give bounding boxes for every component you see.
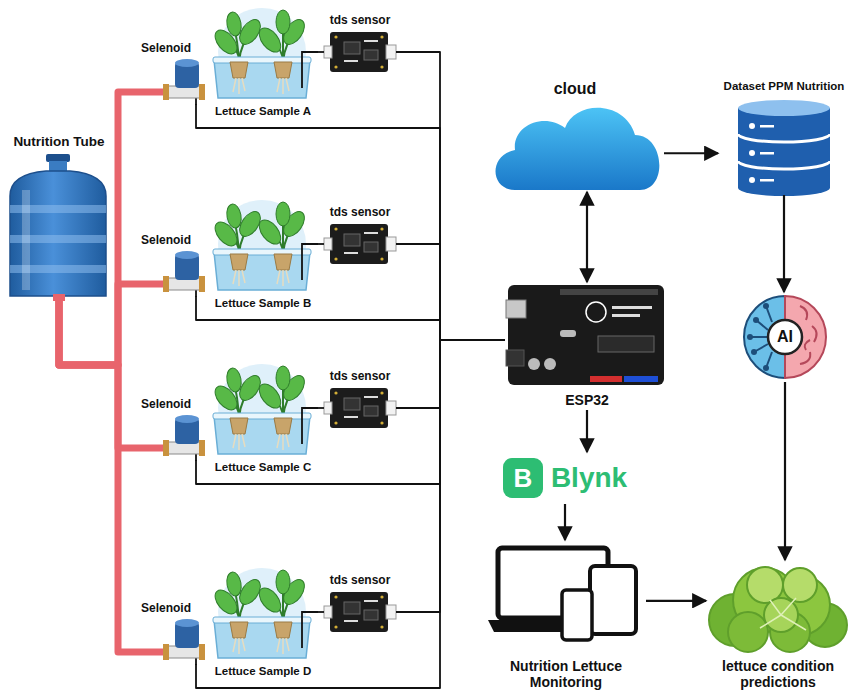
lettuce-tray: Lettuce Sample B: [208, 200, 318, 312]
node-label: Nutrition Tube: [13, 134, 104, 150]
logo-badge: B: [503, 458, 543, 498]
node-label: Lettuce Sample A: [215, 105, 311, 118]
node-label: Lettuce Sample C: [215, 461, 312, 474]
monitoring-devices: Nutrition Lettuce Monitoring: [486, 540, 646, 692]
sample-row-illustration: [126, 568, 396, 665]
node-label: cloud: [554, 80, 597, 98]
tds-sensor: tds sensor: [324, 572, 396, 634]
signal-wire: [196, 104, 505, 340]
solenoid-valve: Selenoid: [126, 396, 206, 460]
signal-wire: [196, 340, 505, 484]
flow-arrow: [784, 382, 786, 560]
blynk-logo: BBlynk: [490, 452, 640, 504]
signal-wire: [396, 244, 505, 340]
signal-wire: [396, 340, 505, 408]
flow-arrow: [783, 195, 785, 292]
tds-sensor: tds sensor: [324, 12, 396, 74]
signal-wire: [396, 340, 505, 612]
node-label: Dataset PPM Nutrition: [724, 80, 845, 93]
solenoid-valve: Selenoid: [126, 232, 206, 296]
node-label: tds sensor: [330, 370, 391, 384]
node-label: Selenoid: [141, 602, 191, 616]
flow-arrow: [664, 152, 718, 154]
signal-wire: [396, 52, 505, 340]
brain-illustration: [744, 296, 826, 378]
signal-wire: [196, 296, 505, 340]
dataset-database: Dataset PPM Nutrition: [718, 78, 850, 195]
esp32-board: ESP32: [505, 282, 669, 410]
board-illustration: [506, 285, 664, 385]
node-label: ESP32: [565, 392, 609, 408]
sample-row-illustration: [126, 8, 396, 105]
lettuce-prediction: lettuce condition predictions: [706, 560, 850, 692]
nutrient-pipe: [59, 300, 126, 652]
solenoid-valve: Selenoid: [126, 40, 206, 104]
cloud-service: cloud: [486, 78, 664, 192]
signal-wire: [318, 243, 324, 245]
solenoid-valve: Selenoid: [126, 600, 206, 664]
nutrient-tank: Nutrition Tube: [4, 132, 114, 300]
node-label: Nutrition Lettuce Monitoring: [496, 658, 636, 690]
signal-wire: [318, 611, 324, 613]
flow-arrow: [586, 410, 588, 452]
node-label: Selenoid: [141, 42, 191, 56]
signal-wire: [196, 340, 505, 688]
flow-arrow: [646, 600, 706, 602]
node-label: Lettuce Sample B: [215, 297, 312, 310]
nutrient-pipe: [59, 92, 126, 365]
node-label: AI: [777, 328, 793, 346]
tank-illustration: [10, 154, 106, 301]
signal-wire: [318, 407, 324, 409]
lettuce-tray: Lettuce Sample D: [208, 568, 318, 680]
lettuce-tray: Lettuce Sample A: [208, 8, 318, 120]
node-label: tds sensor: [330, 206, 391, 220]
sample-row-illustration: [126, 200, 396, 297]
ai-model: AI: [738, 292, 832, 382]
node-label: Lettuce Sample D: [215, 665, 312, 678]
node-label: tds sensor: [330, 574, 391, 588]
node-label: Selenoid: [141, 398, 191, 412]
flow-arrow: [564, 504, 566, 540]
signal-wire: [318, 51, 324, 53]
node-label: Selenoid: [141, 234, 191, 248]
lettuce-tray: Lettuce Sample C: [208, 364, 318, 476]
lettuce-illustration: [709, 567, 847, 652]
node-label: lettuce condition predictions: [712, 658, 844, 690]
tds-sensor: tds sensor: [324, 204, 396, 266]
node-label: Blynk: [551, 462, 627, 494]
flow-arrow: [586, 192, 588, 282]
sample-row-illustration: [126, 364, 396, 461]
tds-sensor: tds sensor: [324, 368, 396, 430]
cloud-illustration: [495, 108, 659, 190]
database-illustration: [738, 100, 830, 196]
node-label: tds sensor: [330, 14, 391, 28]
nutrient-pipe: [59, 284, 126, 365]
devices-illustration: [488, 548, 636, 640]
